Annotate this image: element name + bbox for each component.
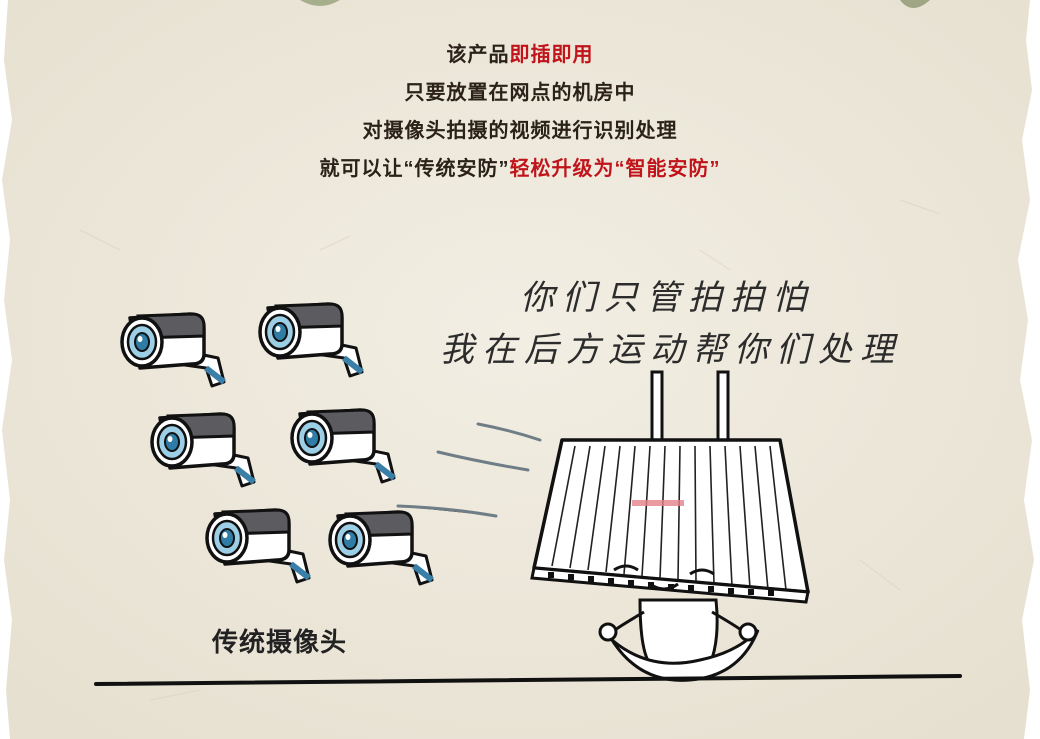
- headline-line-1: 该产品即插即用: [0, 38, 1040, 67]
- headline-line-1-plain: 该产品: [446, 44, 510, 66]
- camera-icon: [292, 410, 394, 482]
- headline-line-2: 只要放置在网点的机房中: [404, 82, 636, 104]
- cameras-label: 传统摄像头: [212, 628, 348, 658]
- signal-lines: [396, 422, 542, 518]
- headline-line-3: 对摄像头拍摄的视频进行识别处理: [362, 120, 678, 142]
- headline-line-4-highlight: 轻松升级为“智能安防”: [509, 158, 721, 180]
- headline-line-1-highlight: 即插即用: [509, 44, 594, 66]
- speech-line-2: 我在后方运动帮你们处理: [440, 330, 902, 370]
- speech-line-1: 你们只管拍拍怕: [520, 278, 814, 318]
- router-character: [530, 370, 810, 682]
- camera-icon: [152, 414, 254, 486]
- headline-line-4-plain: 就可以让“传统安防”: [319, 158, 510, 180]
- camera-icon: [330, 512, 432, 584]
- camera-icon: [260, 304, 362, 376]
- ground-line: [94, 674, 962, 686]
- headline-line-4: 就可以让“传统安防”轻松升级为“智能安防”: [0, 152, 1040, 181]
- camera-icon: [122, 314, 224, 386]
- camera-icon: [207, 510, 309, 582]
